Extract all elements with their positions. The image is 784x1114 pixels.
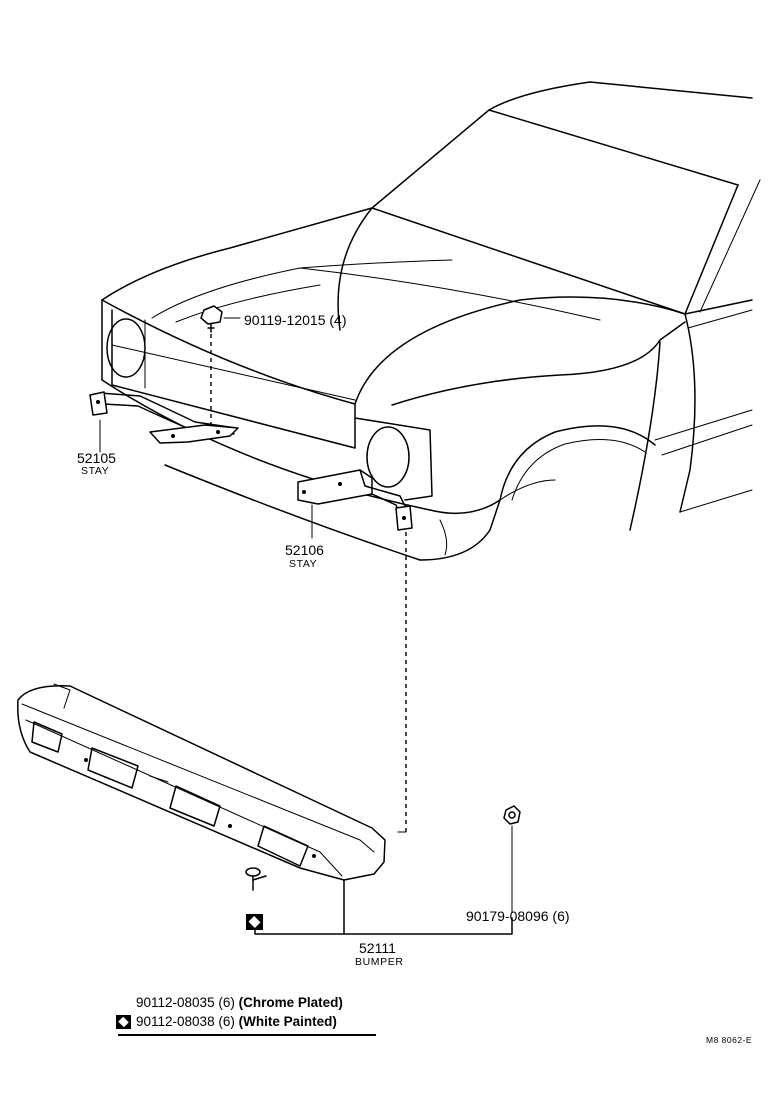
bumper-name: BUMPER bbox=[355, 956, 404, 968]
leader-lines bbox=[99, 317, 513, 935]
legend-note: (Chrome Plated) bbox=[238, 995, 343, 1010]
white-painted-mark-legend bbox=[116, 1015, 131, 1029]
front-bumper-52111 bbox=[17, 683, 386, 901]
legend-row-white: 90112-08038 (6) (White Painted) bbox=[136, 1015, 337, 1029]
right-stay-number: 52106 bbox=[285, 542, 324, 558]
right-stay-name: STAY bbox=[289, 558, 318, 570]
legend-note: (White Painted) bbox=[238, 1014, 337, 1029]
bumper-number: 52111 bbox=[359, 940, 396, 956]
bolt-callout: 90119-12015 (4) bbox=[244, 312, 347, 328]
drawing-reference: M8 8062-E bbox=[706, 1035, 753, 1045]
nut-callout: 90179-08096 (6) bbox=[466, 908, 570, 924]
legend-row-chrome: 90112-08035 (6) (Chrome Plated) bbox=[136, 996, 343, 1010]
car-body-outline bbox=[101, 81, 761, 561]
hex-bolt-90119-12015 bbox=[200, 305, 223, 333]
legend-part: 90112-08035 (6) bbox=[136, 995, 235, 1010]
white-painted-mark-diagram bbox=[246, 914, 263, 930]
left-stay-name: STAY bbox=[81, 465, 110, 477]
left-stay-52105 bbox=[89, 391, 239, 444]
legend-part: 90112-08038 (6) bbox=[136, 1014, 235, 1029]
right-stay-52106 bbox=[297, 469, 413, 531]
bumper-bolt bbox=[245, 867, 267, 891]
left-stay-number: 52105 bbox=[77, 450, 116, 466]
flange-nut-90179-08096 bbox=[503, 805, 521, 825]
